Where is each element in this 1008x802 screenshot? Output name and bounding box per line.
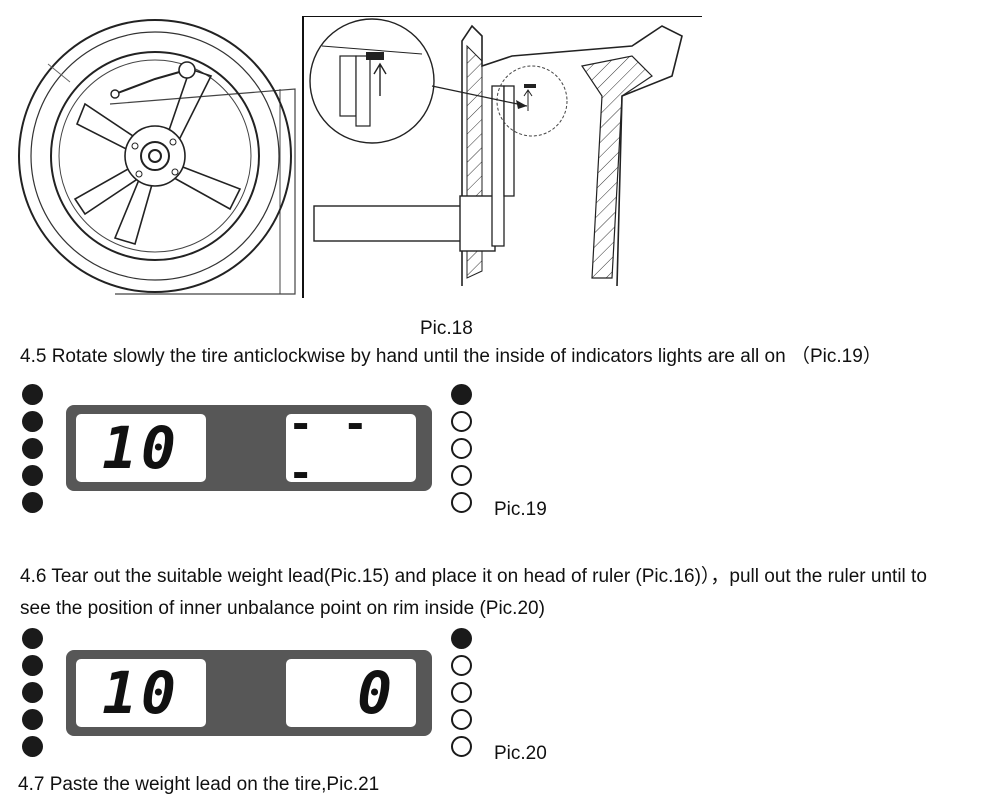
indicator-light [22,709,43,730]
indicator-light [22,655,43,676]
indicator-light [451,736,472,757]
indicator-light [22,628,43,649]
indicator-light [22,411,43,432]
indicator-light [22,384,43,405]
pic20-right-value: 0 [357,659,396,727]
pic20-right-display: 0 [286,659,416,727]
indicator-light [451,682,472,703]
indicator-light [22,492,43,513]
pic18-caption: Pic.18 [420,318,473,339]
indicator-light [22,438,43,459]
step-4-7-text: 4.7 Paste the weight lead on the tire,Pi… [18,774,380,795]
indicator-light [451,411,472,432]
indicator-light [451,709,472,730]
indicator-light [451,465,472,486]
pic20-left-value: 10 [102,659,180,727]
indicator-light [451,384,472,405]
indicator-light [451,438,472,459]
pic19-right-value: - - - [288,399,370,497]
pic20-display-panel: 10 0 [66,650,432,736]
pic20-left-display: 10 [76,659,206,727]
step-4-5-text: 4.5 Rotate slowly the tire anticlockwise… [20,346,882,367]
pic20-caption: Pic.20 [494,743,547,764]
indicator-light [22,465,43,486]
wheel-illustration [18,19,296,295]
pic19-left-value: 10 [102,414,180,482]
rim-cross-section-illustration [302,16,702,298]
indicator-light [451,628,472,649]
indicator-light [22,682,43,703]
pic19-caption: Pic.19 [494,499,547,520]
pic19-left-display: 10 [76,414,206,482]
indicator-light [22,736,43,757]
step-4-6-line-1: 4.6 Tear out the suitable weight lead(Pi… [20,566,927,587]
pic19-display-panel: 10 - - - [66,399,432,497]
pic19-right-display: - - - [286,399,416,497]
indicator-light [451,492,472,513]
step-4-6-line-2: see the position of inner unbalance poin… [20,598,545,619]
indicator-light [451,655,472,676]
